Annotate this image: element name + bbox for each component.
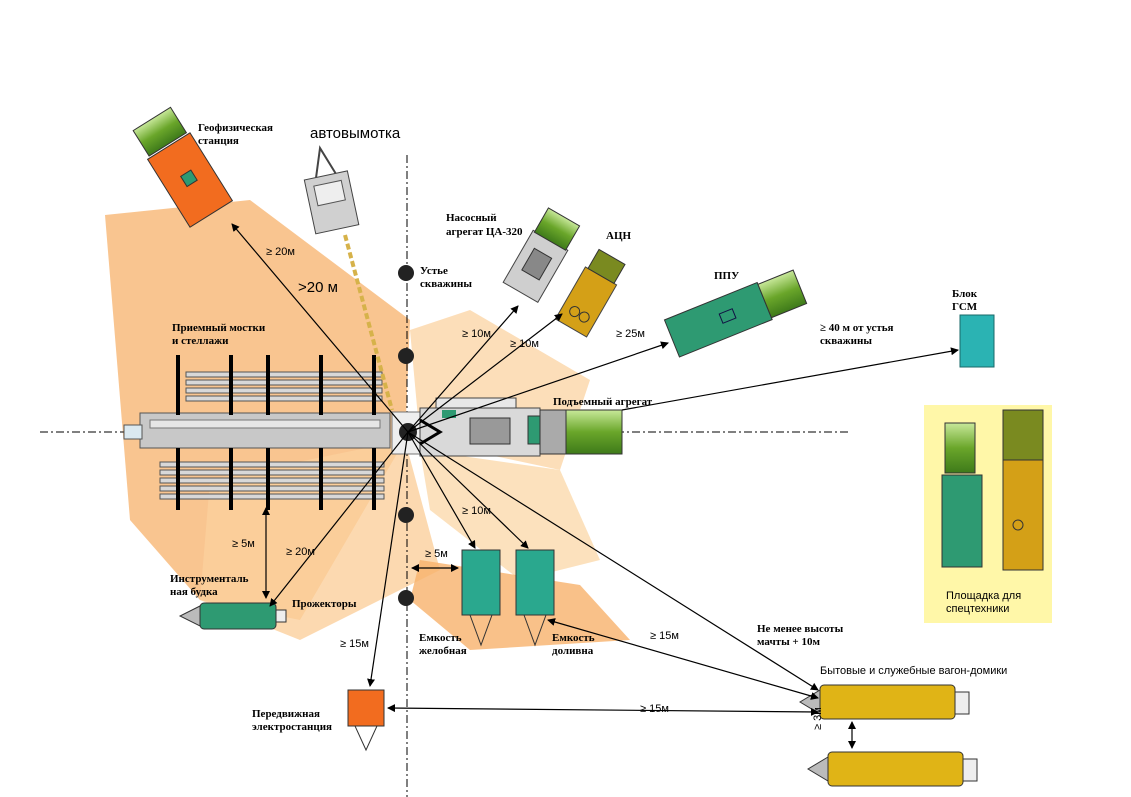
distance-autowinder: >20 м	[298, 279, 338, 296]
gsm-distance-label-2: скважины	[820, 335, 872, 347]
tanks	[461, 549, 555, 647]
pump-unit-ca320	[502, 207, 581, 303]
distance-pump-unit: ≥ 10м	[462, 328, 491, 340]
distance-tank-side: ≥ 5м	[425, 548, 448, 560]
autowinder-label: автовымотка	[310, 125, 401, 142]
distance-ppu: ≥ 25м	[616, 328, 645, 340]
pump-unit-label-1: Насосный	[446, 212, 497, 224]
tool-booth-label-2: ная будка	[170, 586, 218, 598]
power-station	[347, 689, 385, 752]
trailers	[799, 684, 978, 787]
wellhead-label-2: скважины	[420, 278, 472, 290]
distance-booth-vertical: ≥ 5м	[232, 538, 255, 550]
geophysical-station	[132, 106, 234, 228]
ppu-label: ППУ	[714, 270, 740, 282]
ppu-unit	[663, 269, 808, 358]
acn-unit	[554, 248, 626, 338]
distance-booth-diag: ≥ 20м	[286, 546, 315, 558]
vehicle-area-label-2: спецтехники	[946, 603, 1010, 615]
bridges-label-2: и стеллажи	[172, 335, 229, 347]
bridges-label-1: Приемный мостки	[172, 322, 266, 334]
mast-height-label-1: Не менее высоты	[757, 623, 844, 635]
gsm-block-label-1: Блок	[952, 288, 978, 300]
tank-dosing-label-1: Емкость	[552, 632, 595, 644]
mast-height-label-2: мачты + 10м	[757, 636, 820, 648]
lift-unit	[419, 397, 623, 457]
power-station-label-2: электростанция	[252, 721, 332, 733]
lift-unit-label: Подъемный агрегат	[553, 396, 653, 408]
tool-booth-label-1: Инструменталь	[170, 573, 249, 585]
vehicle-area-label-1: Площадка для	[946, 590, 1022, 602]
tank-gutter-label-1: Емкость	[419, 632, 462, 644]
acn-label: АЦН	[606, 230, 632, 242]
geophysical-station-label-1: Геофизическая	[198, 122, 273, 134]
geophysical-station-label-2: станция	[198, 135, 239, 147]
vehicle-area	[924, 405, 1052, 623]
distance-geophys: ≥ 20м	[266, 246, 295, 258]
gsm-block	[959, 314, 995, 368]
wellhead-label-1: Устье	[420, 265, 448, 277]
distance-lines	[231, 223, 959, 749]
autowinder	[303, 145, 360, 235]
distance-tanks: ≥ 10м	[462, 505, 491, 517]
power-station-label-1: Передвижная	[252, 708, 320, 720]
distance-trailers-diag: ≥ 15м	[650, 630, 679, 642]
gsm-distance-label-1: ≥ 40 м от устья	[820, 322, 894, 334]
distance-trailer-gap: ≥ 3м	[812, 707, 824, 730]
trailers-label: Бытовые и служебные вагон-домики	[820, 665, 1008, 677]
tank-dosing-label-2: доливна	[552, 645, 594, 657]
distance-acn: ≥ 10м	[510, 338, 539, 350]
distance-power: ≥ 15м	[340, 638, 369, 650]
tank-gutter-label-2: желобная	[419, 645, 467, 657]
tool-booth	[178, 602, 287, 630]
projectors-label: Прожекторы	[292, 598, 357, 610]
distance-trailers-horiz: ≥ 15м	[640, 703, 669, 715]
gsm-block-label-2: ГСМ	[952, 301, 978, 313]
pump-unit-label-2: агрегат ЦА-320	[446, 226, 523, 238]
